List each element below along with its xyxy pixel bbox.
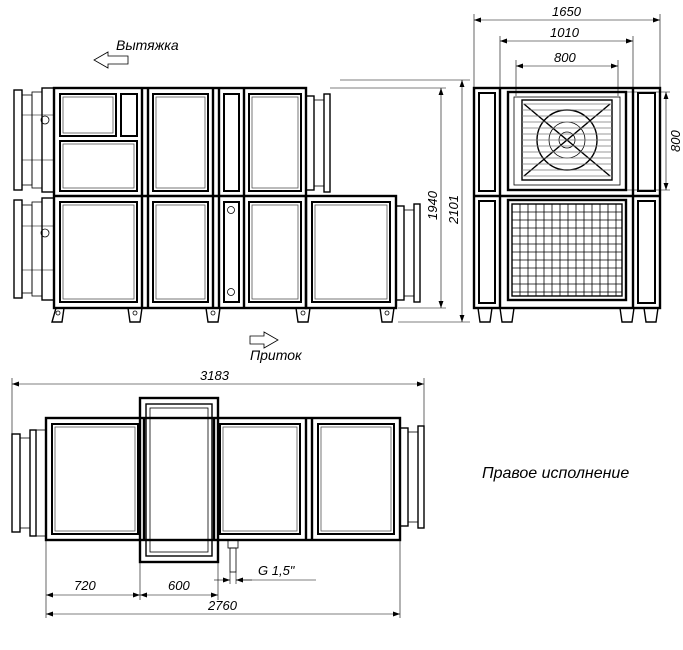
side-view: 1650 1010 800 800 bbox=[472, 4, 683, 323]
front-view: Вытяжка Приток 1940 2101 bbox=[13, 37, 470, 363]
dim-plan-section-2: 600 bbox=[168, 578, 190, 593]
exhaust-label: Вытяжка bbox=[116, 37, 179, 53]
fan-grille-slats bbox=[522, 103, 612, 177]
dim-side-total-width: 1650 bbox=[552, 4, 582, 19]
filter-grid bbox=[506, 198, 628, 302]
front-feet bbox=[51, 307, 395, 323]
dim-side-fan-width: 800 bbox=[554, 50, 576, 65]
dim-drain-connection: G 1,5" bbox=[258, 563, 296, 578]
exhaust-arrow-icon bbox=[93, 51, 129, 69]
supply-arrow-icon bbox=[249, 331, 279, 349]
dim-plan-body-length: 2760 bbox=[207, 598, 238, 613]
dim-front-height: 1940 bbox=[425, 190, 440, 220]
dim-side-fan-height: 800 bbox=[668, 130, 683, 152]
variant-label: Правое исполнение bbox=[482, 465, 629, 482]
dim-plan-section-1: 720 bbox=[74, 578, 96, 593]
supply-label: Приток bbox=[250, 347, 303, 363]
front-right-lower-duct bbox=[395, 203, 421, 303]
dim-plan-total-length: 3183 bbox=[200, 368, 230, 383]
front-left-ducts bbox=[13, 87, 55, 301]
plan-view: 3183 720 600 2760 G 1,5" bbox=[11, 368, 425, 618]
dim-side-frame-width: 1010 bbox=[550, 25, 580, 40]
filter-cells bbox=[512, 204, 622, 296]
fan-grille bbox=[506, 90, 628, 192]
dim-total-height: 2101 bbox=[446, 195, 461, 225]
front-right-upper-duct bbox=[305, 93, 331, 193]
